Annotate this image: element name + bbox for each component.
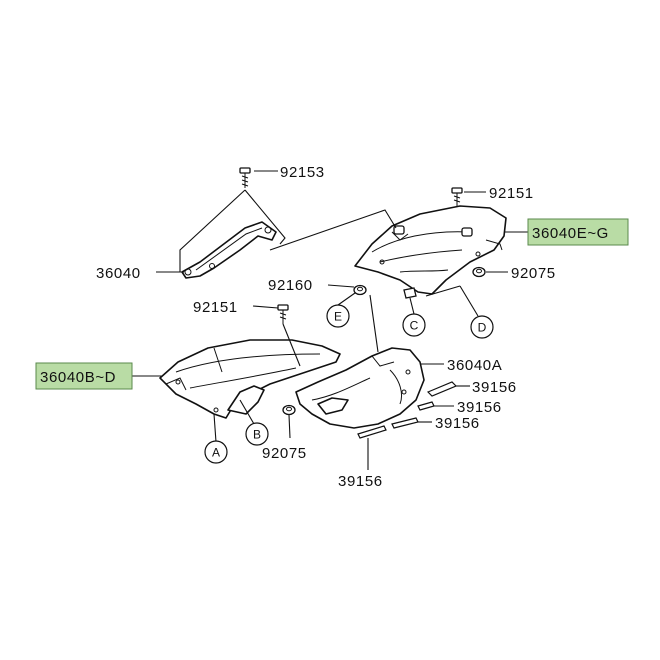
ref-circle-c [402, 313, 426, 337]
ref-letter-a: A [212, 446, 220, 460]
nut-92160 [353, 284, 367, 296]
label-36040a: 36040A [447, 357, 502, 374]
ref-letter-d: D [478, 321, 487, 335]
label-92151-mid: 92151 [193, 299, 238, 316]
bolt-92153 [239, 167, 251, 188]
clip-c [403, 287, 417, 299]
label-39156-3: 39156 [435, 415, 480, 432]
highlight-cover-right [527, 218, 629, 246]
cover-right-part [354, 205, 507, 295]
label-39156-1: 39156 [472, 379, 517, 396]
ref-letter-b: B [253, 428, 261, 442]
ref-circle-e [326, 304, 350, 328]
label-92075-left: 92075 [262, 445, 307, 462]
ref-letter-c: C [410, 319, 419, 333]
highlight-cover-left [35, 362, 133, 390]
ref-letter-e: E [334, 310, 342, 324]
bracket-part [181, 221, 277, 279]
label-36040: 36040 [96, 265, 141, 282]
cover-center-part [295, 347, 425, 429]
ref-circle-b [245, 422, 269, 446]
bolt-92151-mid [277, 304, 289, 324]
label-92153: 92153 [280, 164, 325, 181]
label-92151-upper: 92151 [489, 185, 534, 202]
leader-lines [132, 170, 528, 470]
label-36040b-d: 36040B~D [40, 369, 116, 386]
label-39156-2: 39156 [457, 399, 502, 416]
grommet-92075-left [282, 404, 296, 416]
bolt-92151-upper [451, 187, 463, 207]
grommet-92075-right [472, 266, 486, 278]
ref-circle-d [470, 315, 494, 339]
ref-circle-a [204, 440, 228, 464]
label-92160: 92160 [268, 277, 313, 294]
label-36040e-g: 36040E~G [532, 225, 609, 242]
cover-left-part [159, 339, 341, 419]
label-39156-4: 39156 [338, 473, 383, 490]
label-92075-right: 92075 [511, 265, 556, 282]
